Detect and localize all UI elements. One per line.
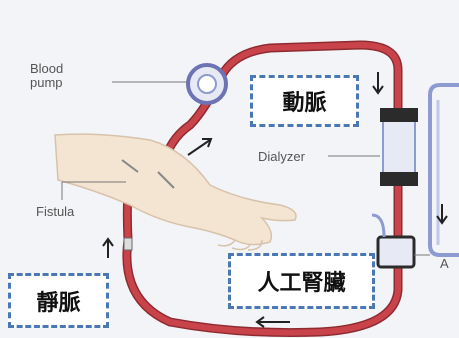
dialyzer-label: Dialyzer: [258, 149, 306, 164]
artificial-kidney-annotation-box: 人工腎臟: [228, 253, 375, 309]
blood-pump-rotor: [197, 74, 217, 94]
artery-annotation-box: 動脈: [250, 75, 359, 127]
artificial-kidney-label: 人工腎臟: [257, 270, 346, 296]
flow-arrow-diagonal: [187, 138, 213, 156]
dialyzer-bottom-band: [380, 172, 418, 186]
flow-arrow-left: [255, 316, 290, 328]
hand-fingers: [217, 239, 263, 251]
flow-arrow-down-upper: [372, 72, 384, 95]
blood-pump-label-line2: pump: [30, 75, 63, 90]
needle-venous: [121, 159, 139, 173]
flow-arrow-down-lower: [436, 204, 448, 225]
dialyzer-top-band: [380, 108, 418, 122]
return-tubing: [428, 83, 459, 257]
blood-pump-label-line1: Blood: [30, 61, 63, 76]
vein-label: 靜脈: [36, 289, 81, 316]
dialyzer-cut-letter: A: [440, 256, 449, 271]
air-trap-chamber: [376, 235, 416, 269]
line-clamp: [123, 237, 133, 251]
artery-label: 動脈: [282, 90, 327, 116]
needle-arterial: [157, 171, 175, 189]
flow-arrow-up: [102, 237, 114, 258]
fistula-label: Fistula: [36, 204, 75, 219]
vein-annotation-box: 靜脈: [8, 273, 109, 328]
arm-and-hand: [54, 133, 297, 246]
air-trap-inlet: [371, 213, 386, 238]
